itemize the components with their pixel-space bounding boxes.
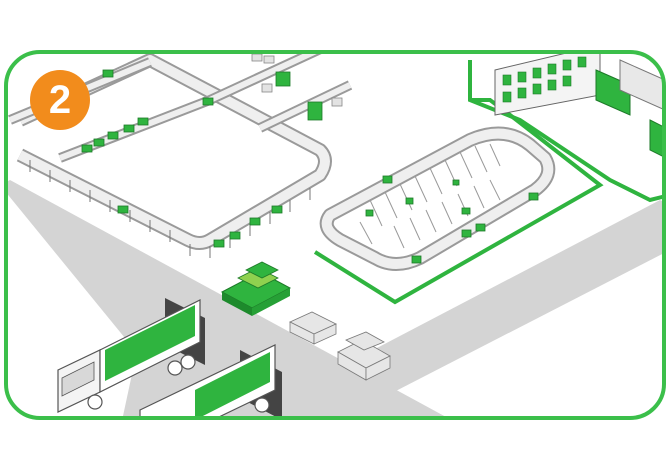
pallet-stack-icon (220, 261, 292, 316)
road-right (220, 200, 664, 418)
parcel-group (81, 69, 323, 248)
cardboard-box-stack-icon (289, 311, 391, 381)
truck-icon (139, 344, 276, 418)
step-badge: 2 (30, 70, 90, 130)
conveyor-loop (319, 126, 556, 271)
truck-icon (57, 299, 201, 413)
green-path-line (468, 60, 664, 203)
storage-rack-icon (494, 52, 664, 161)
frame-border (4, 50, 666, 420)
green-path-line (313, 98, 604, 305)
step-number: 2 (48, 77, 72, 122)
